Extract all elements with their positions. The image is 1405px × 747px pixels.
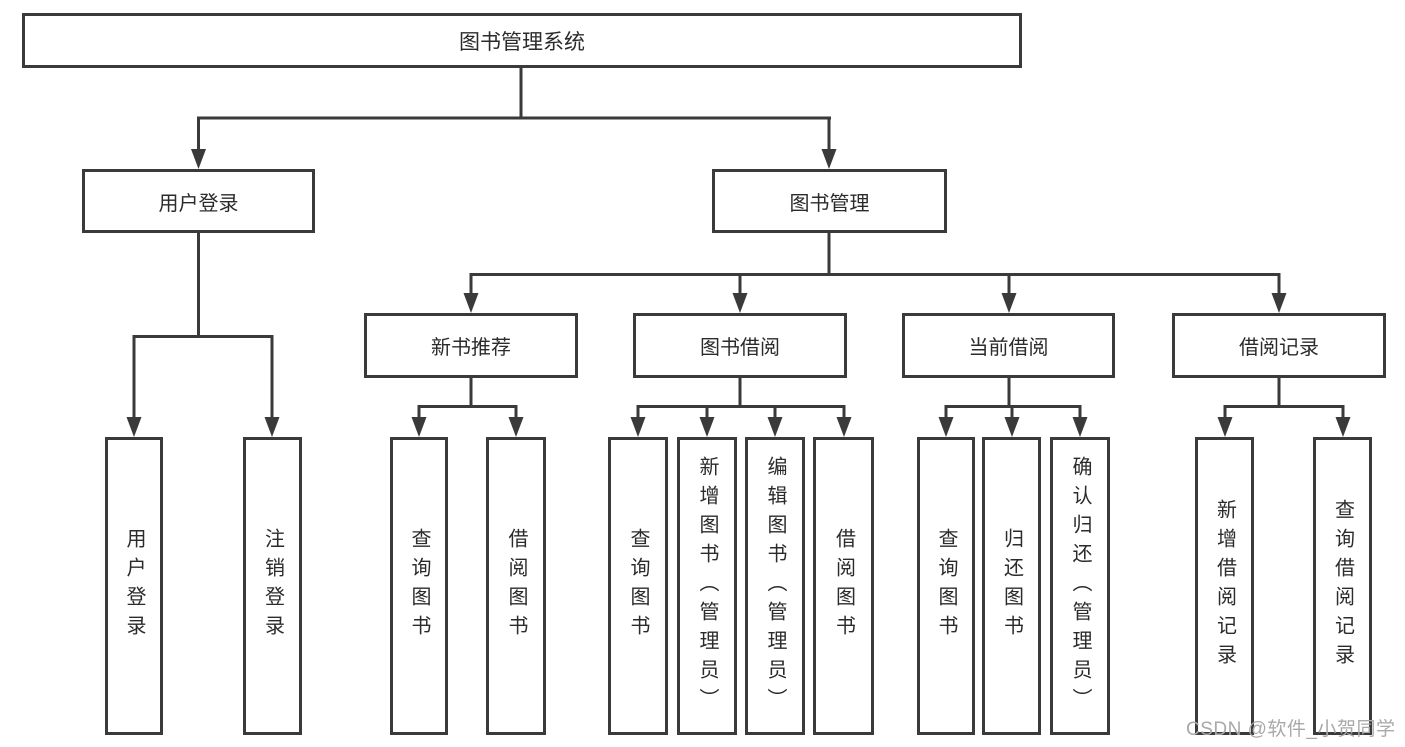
leaf-br-add-record: 新增借阅记录 bbox=[1195, 437, 1254, 735]
leaf-bb-borrow-book: 借阅图书 bbox=[813, 437, 874, 735]
node-book-borrow: 图书借阅 bbox=[633, 313, 847, 378]
leaf-bb-add-book-admin: 新增图书（管理员） bbox=[677, 437, 737, 735]
node-user-login: 用户登录 bbox=[82, 169, 315, 233]
leaf-logout: 注销登录 bbox=[243, 437, 302, 735]
leaf-nbr-borrow-book: 借阅图书 bbox=[486, 437, 546, 735]
leaf-user-login: 用户登录 bbox=[105, 437, 163, 735]
leaf-cb-confirm-return-admin: 确认归还（管理员） bbox=[1050, 437, 1110, 735]
leaf-cb-return-book: 归还图书 bbox=[982, 437, 1041, 735]
node-current-borrow: 当前借阅 bbox=[902, 313, 1115, 378]
node-new-book-recommend: 新书推荐 bbox=[364, 313, 578, 378]
connector-path bbox=[132, 68, 1345, 418]
leaf-bb-edit-book-admin: 编辑图书（管理员） bbox=[745, 437, 805, 735]
csdn-watermark: CSDN @软件_小贺同学 bbox=[1186, 719, 1396, 740]
node-book-management: 图书管理 bbox=[712, 169, 947, 233]
leaf-cb-query-book: 查询图书 bbox=[917, 437, 975, 735]
arrowheads bbox=[126, 149, 1351, 437]
leaf-bb-query-book: 查询图书 bbox=[608, 437, 668, 735]
leaf-nbr-query-book: 查询图书 bbox=[390, 437, 448, 735]
leaf-br-query-record: 查询借阅记录 bbox=[1313, 437, 1372, 735]
node-root: 图书管理系统 bbox=[22, 13, 1022, 68]
node-borrow-record: 借阅记录 bbox=[1172, 313, 1386, 378]
